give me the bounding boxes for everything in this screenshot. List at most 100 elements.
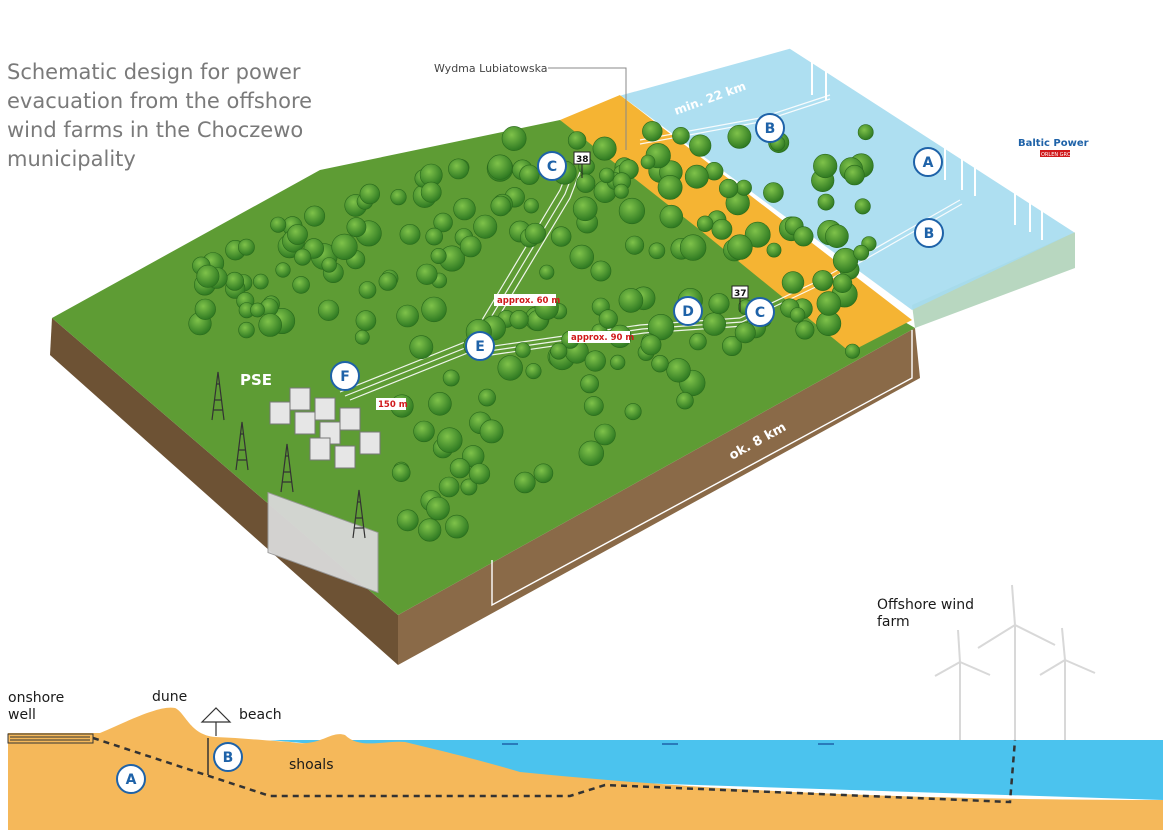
svg-text:E: E — [475, 339, 485, 355]
tree — [331, 233, 358, 260]
marker-a: A — [913, 147, 943, 177]
marker-f: F — [330, 361, 360, 391]
callout-60m: approx. 60 m — [494, 294, 560, 306]
tree — [292, 276, 310, 294]
tree — [721, 335, 742, 356]
tree — [497, 355, 523, 381]
tree — [194, 298, 216, 320]
offshore-label-line-1: Offshore wind — [877, 597, 975, 613]
map-markers: B A B C C D E F — [330, 113, 944, 391]
onshore-well — [7, 733, 94, 744]
tree — [812, 270, 834, 291]
tree — [238, 321, 255, 339]
tree — [817, 193, 835, 211]
tree — [250, 302, 265, 318]
tree — [718, 178, 739, 199]
onshore-well-label: onshore well — [8, 690, 64, 724]
tree — [567, 131, 587, 150]
tree — [550, 342, 568, 360]
tree — [321, 257, 337, 273]
tree — [816, 291, 841, 316]
land-distance-outline — [491, 330, 913, 607]
tree — [702, 312, 726, 336]
tree — [618, 288, 644, 313]
tree — [832, 273, 853, 293]
tree — [509, 310, 529, 330]
dune-leader — [548, 67, 627, 150]
svg-text:A: A — [126, 772, 137, 788]
tree — [569, 244, 594, 270]
tree — [523, 198, 539, 214]
soil-side-right — [398, 328, 920, 665]
tree — [438, 476, 460, 498]
cross-marker-b: B — [213, 742, 243, 772]
tree — [478, 388, 496, 407]
marker-e: E — [465, 331, 495, 361]
tree — [795, 320, 815, 340]
tree — [539, 264, 555, 280]
title-line-4: municipality — [7, 147, 136, 171]
tree — [378, 272, 397, 291]
tree — [459, 235, 482, 258]
svg-text:C: C — [755, 305, 765, 321]
tree — [618, 197, 646, 225]
tree — [390, 189, 407, 206]
tree — [583, 396, 604, 416]
transformers — [269, 387, 381, 469]
tree — [854, 198, 871, 215]
tree — [399, 223, 421, 245]
svg-text:D: D — [682, 304, 694, 320]
svg-text:C: C — [547, 159, 557, 175]
tree — [672, 127, 690, 145]
marker-c-top: C — [537, 151, 567, 181]
onshore-well-line-1: onshore — [8, 690, 65, 706]
tree — [225, 271, 245, 291]
tree — [355, 310, 377, 331]
tree — [727, 234, 753, 260]
map-wind-turbines — [811, 48, 1043, 240]
tree — [689, 134, 712, 157]
offshore-wind-farm-label: Offshore wind farm — [877, 597, 974, 631]
callout-90m: approx. 90 m — [568, 331, 634, 343]
tree — [426, 496, 450, 521]
tree — [599, 167, 615, 184]
tree — [420, 181, 442, 203]
tree — [416, 263, 438, 285]
tree — [428, 391, 452, 416]
shoals-label: shoals — [289, 757, 334, 773]
tree — [642, 121, 663, 142]
tree — [676, 392, 694, 410]
tree — [460, 478, 478, 496]
sea-side — [912, 232, 1075, 328]
svg-text:F: F — [340, 369, 350, 385]
tree — [657, 174, 683, 200]
tree — [294, 248, 312, 266]
tree — [789, 307, 806, 323]
tree — [304, 205, 326, 227]
title-line-1: Schematic design for power — [7, 60, 301, 84]
transmission-pylons — [211, 371, 366, 539]
beach-label: beach — [239, 707, 282, 723]
tree — [624, 403, 642, 421]
tree — [391, 463, 411, 483]
tree — [584, 350, 606, 372]
cross-section-sea — [270, 740, 1163, 800]
tree — [487, 154, 513, 180]
svg-text:B: B — [924, 226, 935, 242]
dune-label: dune — [152, 689, 188, 705]
road-sign-37-label: 37 — [734, 289, 747, 299]
tree — [448, 158, 469, 180]
tree — [433, 212, 453, 233]
tree — [576, 173, 596, 193]
tree — [490, 195, 511, 217]
tree — [853, 244, 870, 261]
cross-section-sand — [8, 707, 1163, 830]
tree — [430, 248, 447, 265]
road-sign-37: 37 — [731, 285, 749, 312]
tree — [679, 234, 707, 261]
onshore-well-line-2: well — [8, 707, 36, 723]
tree — [766, 242, 782, 258]
tree — [287, 224, 308, 245]
tree — [421, 296, 447, 323]
